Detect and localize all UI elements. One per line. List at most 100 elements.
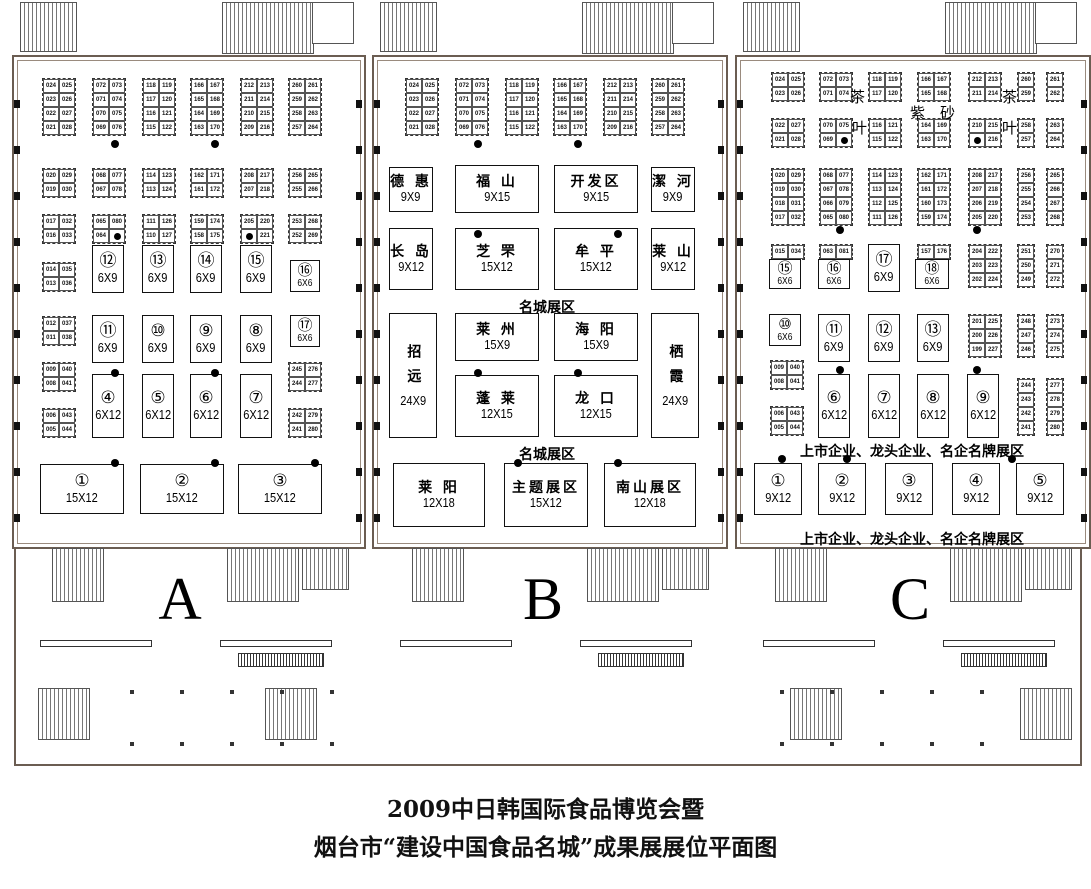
small-booth[interactable]: 124 [885,183,901,197]
small-booth[interactable]: 243 [1018,393,1034,407]
small-booth[interactable]: 023 [406,93,422,107]
small-booth[interactable]: 008 [43,377,59,391]
small-booth[interactable]: 071 [820,87,836,101]
small-booth[interactable]: 166 [918,73,934,87]
small-booth[interactable]: 263 [668,107,684,121]
small-booth[interactable]: 219 [985,197,1001,211]
small-booth[interactable]: 272 [1047,273,1063,287]
small-booth[interactable]: 022 [772,119,788,133]
small-booth[interactable]: 170 [207,121,223,135]
small-booth[interactable]: 118 [143,79,159,93]
small-booth[interactable]: 074 [109,93,125,107]
small-booth[interactable]: 038 [59,331,75,345]
small-booth[interactable]: 031 [788,197,804,211]
small-booth[interactable]: 277 [1047,379,1063,393]
small-booth[interactable]: 120 [159,93,175,107]
small-booth[interactable]: 252 [289,229,305,243]
small-booth[interactable]: 270 [1047,245,1063,259]
small-booth[interactable]: 224 [985,273,1001,287]
small-booth[interactable]: 118 [506,79,522,93]
small-booth[interactable]: 199 [969,343,985,357]
small-booth[interactable]: 258 [1018,119,1034,133]
small-booth[interactable]: 266 [305,183,321,197]
small-booth[interactable]: 176 [934,245,950,259]
small-booth[interactable]: 169 [207,107,223,121]
small-booth[interactable]: 117 [506,93,522,107]
small-booth[interactable]: 035 [59,263,75,277]
small-booth[interactable]: 121 [159,107,175,121]
small-booth[interactable]: 074 [836,87,852,101]
small-booth[interactable]: 069 [820,133,836,147]
small-booth[interactable]: 201 [969,315,985,329]
small-booth[interactable]: 071 [456,93,472,107]
small-booth[interactable]: 166 [191,79,207,93]
small-booth[interactable]: 211 [969,87,985,101]
small-booth[interactable]: 262 [668,93,684,107]
small-booth[interactable]: 063 [820,245,836,259]
small-booth[interactable]: 217 [985,169,1001,183]
small-booth[interactable]: 073 [472,79,488,93]
small-booth[interactable]: 265 [305,169,321,183]
small-booth[interactable]: 214 [985,87,1001,101]
small-booth[interactable]: 024 [406,79,422,93]
small-booth[interactable]: 114 [869,169,885,183]
small-booth[interactable]: 170 [934,133,950,147]
small-booth[interactable]: 028 [59,121,75,135]
small-booth[interactable]: 076 [472,121,488,135]
small-booth[interactable]: 022 [43,107,59,121]
small-booth[interactable]: 065 [93,215,109,229]
small-booth[interactable]: 111 [869,211,885,225]
small-booth[interactable]: 019 [772,183,788,197]
small-booth[interactable]: 257 [289,121,305,135]
small-booth[interactable]: 024 [772,73,788,87]
small-booth[interactable]: 025 [788,73,804,87]
small-booth[interactable]: 269 [305,229,321,243]
small-booth[interactable]: 123 [885,169,901,183]
small-booth[interactable]: 020 [772,169,788,183]
small-booth[interactable]: 025 [422,79,438,93]
small-booth[interactable]: 210 [604,107,620,121]
small-booth[interactable]: 122 [522,121,538,135]
small-booth[interactable]: 215 [257,107,273,121]
small-booth[interactable]: 034 [788,245,804,259]
small-booth[interactable]: 119 [159,79,175,93]
small-booth[interactable]: 157 [918,245,934,259]
small-booth[interactable]: 072 [820,73,836,87]
small-booth[interactable]: 254 [1018,197,1034,211]
small-booth[interactable]: 080 [836,211,852,225]
small-booth[interactable]: 116 [869,119,885,133]
small-booth[interactable]: 026 [422,93,438,107]
small-booth[interactable]: 119 [522,79,538,93]
small-booth[interactable]: 215 [620,107,636,121]
small-booth[interactable]: 074 [472,93,488,107]
small-booth[interactable]: 174 [934,211,950,225]
small-booth[interactable]: 274 [1047,329,1063,343]
small-booth[interactable]: 171 [207,169,223,183]
small-booth[interactable]: 159 [191,215,207,229]
small-booth[interactable]: 249 [1018,273,1034,287]
small-booth[interactable]: 027 [59,107,75,121]
small-booth[interactable]: 080 [109,215,125,229]
small-booth[interactable]: 067 [820,183,836,197]
small-booth[interactable]: 257 [1018,133,1034,147]
small-booth[interactable]: 017 [772,211,788,225]
small-booth[interactable]: 032 [59,215,75,229]
small-booth[interactable]: 217 [257,169,273,183]
small-booth[interactable]: 225 [985,315,1001,329]
small-booth[interactable]: 122 [885,133,901,147]
small-booth[interactable]: 124 [159,183,175,197]
small-booth[interactable]: 264 [668,121,684,135]
small-booth[interactable]: 273 [1047,315,1063,329]
small-booth[interactable]: 126 [885,211,901,225]
small-booth[interactable]: 030 [59,183,75,197]
